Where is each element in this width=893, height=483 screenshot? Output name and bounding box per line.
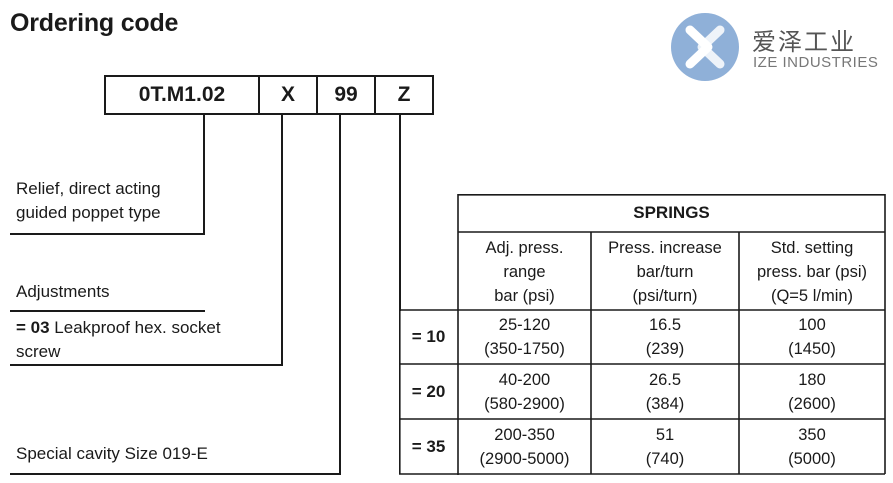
springs-title: SPRINGS [633,203,710,222]
header-adj-line1: Adj. press. [485,239,564,257]
header-std-line3: (Q=5 l/min) [770,287,854,305]
adjustment-desc-line1: Leakproof hex. socket [49,318,221,337]
row20-increase-psi: (384) [645,394,685,413]
row20-setting-psi: (2600) [788,394,836,413]
row10-setting-bar: 100 [798,316,826,334]
watermark-cn-text: 爱泽工业 [752,28,856,56]
adjustments-heading: Adjustments [16,282,110,301]
row-code-35: = 35 [411,436,446,456]
row20-setting-bar: 180 [798,370,826,389]
header-adj-press: Adj. press. range bar (psi) [458,234,591,310]
type-label-line1: Relief, direct acting [16,179,161,198]
row35-increase-psi: (740) [645,449,685,468]
row35-range-bar: 200-350 [494,425,555,444]
row10-setting: 100 (1450) [739,310,885,364]
header-inc-line2: bar/turn [636,263,694,281]
page-title: Ordering code [10,9,179,37]
code-99-box: 99 [316,75,376,115]
type-label-line2: guided poppet type [16,203,161,222]
row-code-10: = 10 [411,327,446,346]
header-std-setting: Std. setting press. bar (psi) (Q=5 l/min… [739,234,885,310]
header-inc-line1: Press. increase [608,239,722,257]
header-press-increase: Press. increase bar/turn (psi/turn) [591,234,739,310]
leader-model-horizontal [10,233,205,235]
adjustment-desc-line2: screw [16,342,61,361]
row35-setting: 350 (5000) [739,419,885,474]
leader-z-vertical [399,115,401,311]
ize-logo-icon [671,13,739,81]
row20-setting: 180 (2600) [739,364,885,419]
code-model: 0T.M1.02 [138,83,226,106]
code-model-box: 0T.M1.02 [104,75,260,115]
header-adj-line2: range [503,263,546,281]
adjustment-code: = 03 [16,318,50,337]
row35-increase: 51 (740) [591,419,739,474]
header-adj-line3: bar (psi) [494,287,555,305]
adjustment-option: = 03 Leakproof hex. socket [16,316,221,340]
row35-increase-bar: 51 [655,425,675,444]
row10-increase: 16.5 (239) [591,310,739,364]
row35-setting-psi: (5000) [788,449,836,468]
leader-99-horizontal [10,473,341,475]
code-x-box: X [258,75,318,115]
row35-setting-bar: 350 [798,425,826,444]
row35-range-psi: (2900-5000) [479,449,570,468]
row10-range-psi: (350-1750) [484,340,565,358]
code-99: 99 [334,83,358,106]
code-z-box: Z [374,75,434,115]
row20-range-psi: (580-2900) [484,394,565,413]
table-grid [399,194,886,475]
code-z: Z [397,83,411,106]
row10-increase-psi: (239) [645,340,685,358]
row10-increase-bar: 16.5 [648,316,682,334]
row20-range-bar: 40-200 [498,370,551,389]
code-x: X [280,83,295,106]
leader-model-vertical [203,115,205,234]
watermark-en-text: IZE INDUSTRIES [753,54,879,71]
row20-increase: 26.5 (384) [591,364,739,419]
header-inc-line3: (psi/turn) [632,287,698,305]
header-std-line1: Std. setting [770,239,854,257]
row35-range: 200-350 (2900-5000) [458,419,591,474]
leader-99-vertical [339,115,341,474]
leader-x-vertical [281,115,283,365]
row10-range: 25-120 (350-1750) [458,310,591,364]
leader-x-horizontal [10,364,283,366]
header-std-line2: press. bar (psi) [756,263,868,281]
row20-increase-bar: 26.5 [648,370,682,389]
row10-setting-psi: (1450) [788,340,836,358]
springs-table: SPRINGS Adj. press. range bar (psi) Pres… [399,194,886,475]
row20-range: 40-200 (580-2900) [458,364,591,419]
row10-range-bar: 25-120 [498,316,551,334]
row-code-20: = 20 [411,381,446,401]
cavity-label: Special cavity Size 019-E [16,444,208,463]
adjustments-underline [10,310,205,312]
